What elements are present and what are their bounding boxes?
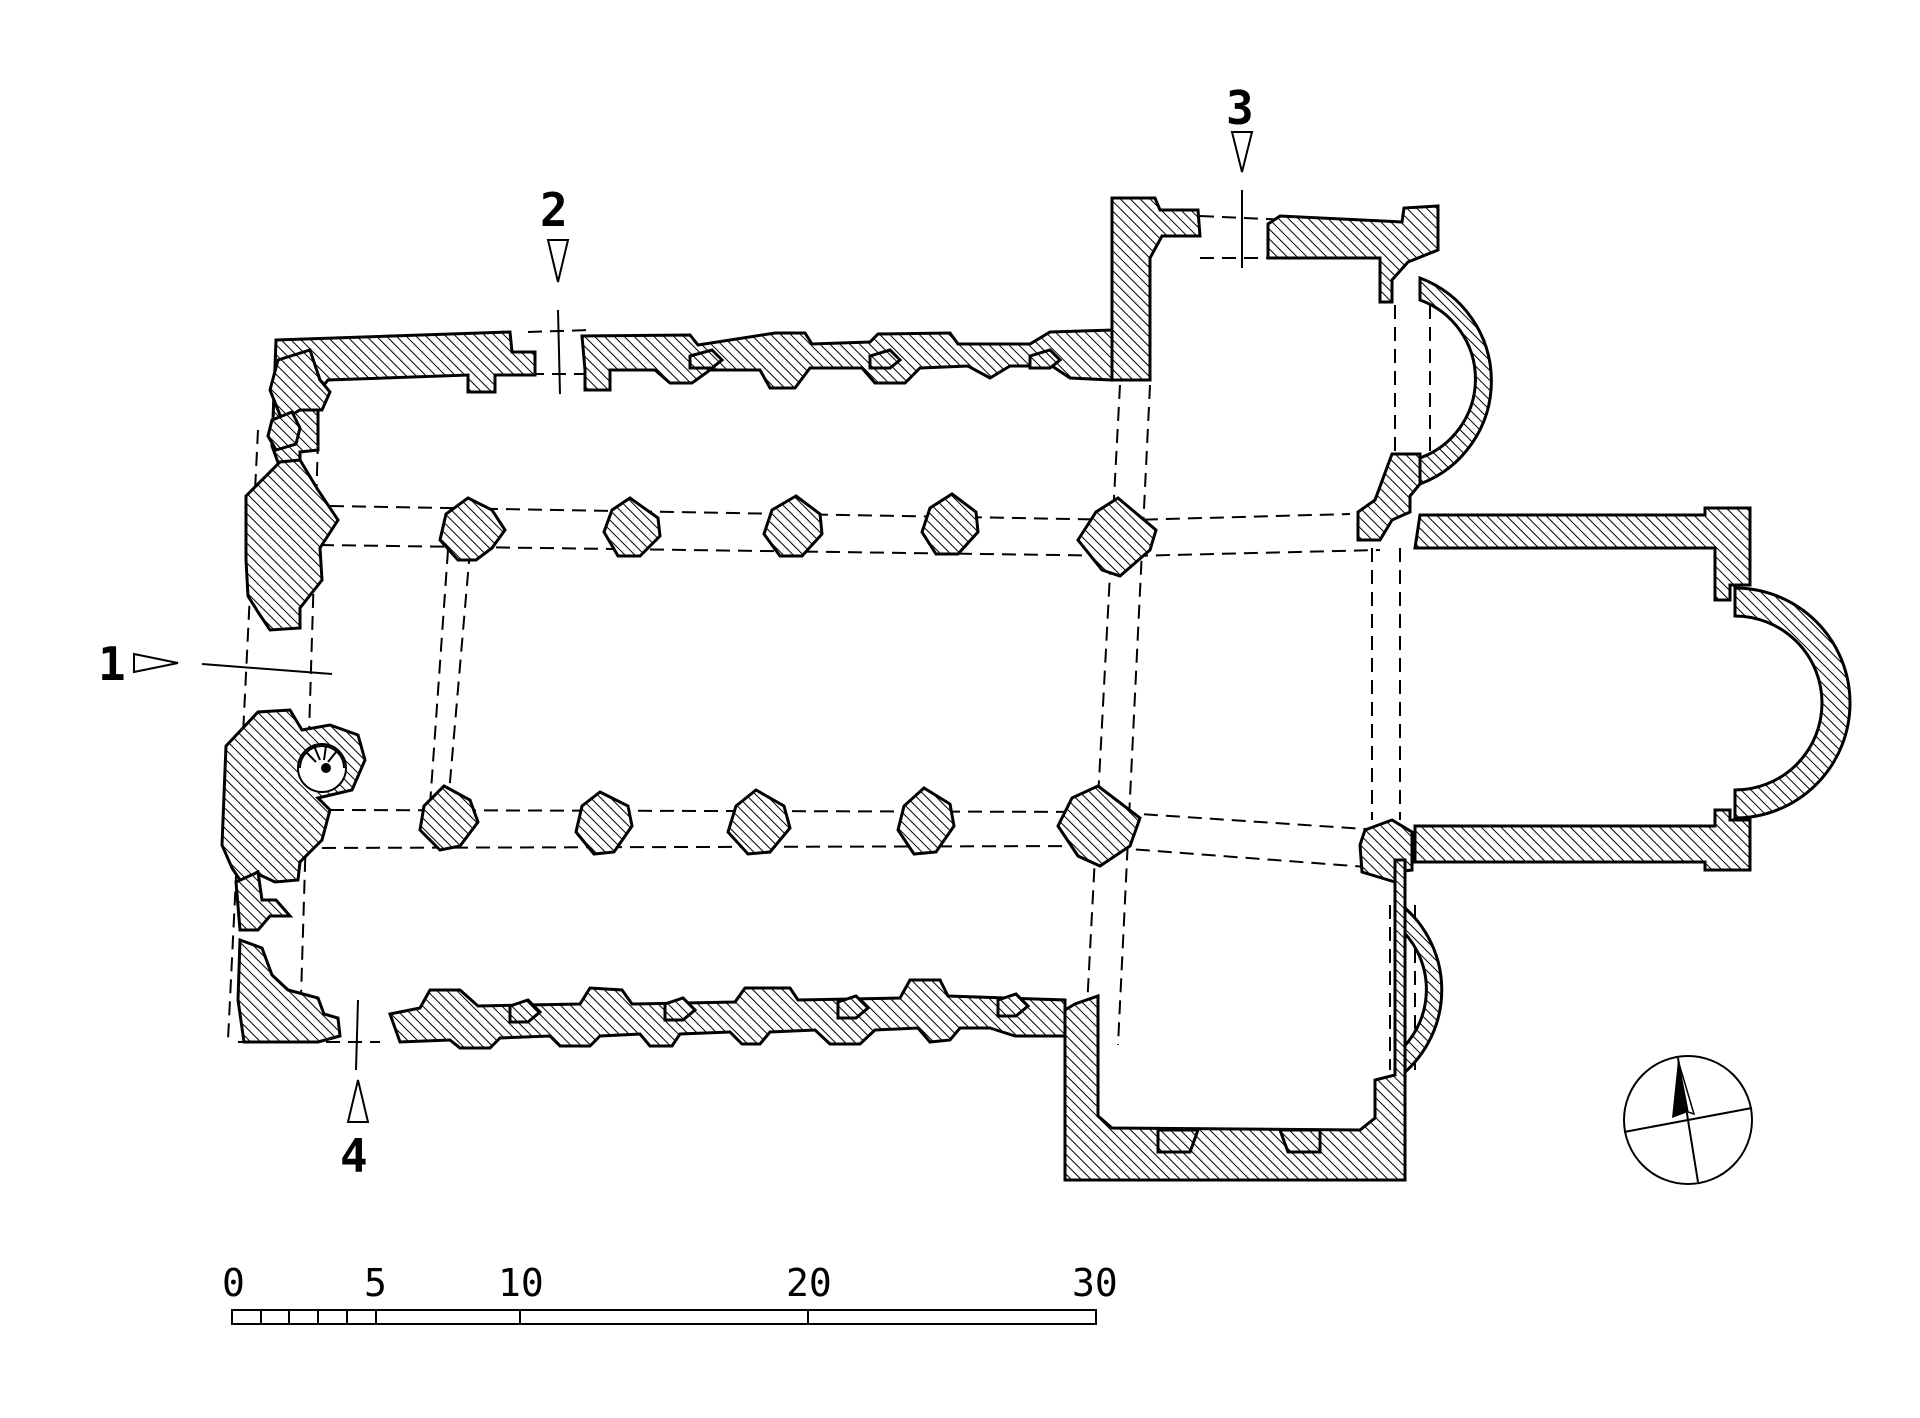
- pier: [438, 496, 507, 562]
- pier: [1056, 784, 1142, 868]
- section-1-arrow-icon: [133, 652, 179, 674]
- scale-tick-20: 20: [786, 1261, 832, 1305]
- section-4-arrow-icon: [346, 1079, 370, 1123]
- section-1-label: 1: [98, 637, 126, 691]
- nave-piers: [418, 492, 1158, 868]
- pier: [574, 790, 634, 856]
- chancel-apse-wall: [1733, 586, 1852, 820]
- north-transept-wall: [1110, 196, 1202, 382]
- chancel-south-wall: [1413, 808, 1752, 872]
- pier: [726, 788, 792, 856]
- pier: [1076, 496, 1158, 578]
- section-4-label: 4: [340, 1129, 368, 1183]
- section-markers: 1 2 3 4: [98, 81, 1254, 1183]
- pier: [762, 494, 824, 558]
- west-tower-south: [220, 708, 367, 884]
- section-2-arrow-icon: [546, 239, 570, 283]
- scale-bar: 0 5 10 20 30: [222, 1261, 1118, 1325]
- section-3-arrow-icon: [1230, 131, 1254, 173]
- spiral-stair-icon: [297, 743, 347, 793]
- west-tower-north: [244, 458, 340, 632]
- pier: [418, 784, 480, 852]
- south-transept-wall: [1063, 858, 1407, 1182]
- pier: [602, 496, 662, 558]
- scale-tick-5: 5: [364, 1261, 387, 1305]
- north-arrow-icon: [1623, 1055, 1753, 1185]
- scale-tick-10: 10: [498, 1261, 544, 1305]
- scale-tick-30: 30: [1072, 1261, 1118, 1305]
- walls: [220, 196, 1852, 1182]
- section-2-label: 2: [540, 183, 568, 237]
- scale-tick-0: 0: [222, 1261, 245, 1305]
- south-aisle-wall: [388, 978, 1067, 1050]
- pier: [920, 492, 980, 556]
- pier: [896, 786, 956, 856]
- chancel-north-wall: [1413, 506, 1752, 602]
- section-3-label: 3: [1226, 81, 1254, 135]
